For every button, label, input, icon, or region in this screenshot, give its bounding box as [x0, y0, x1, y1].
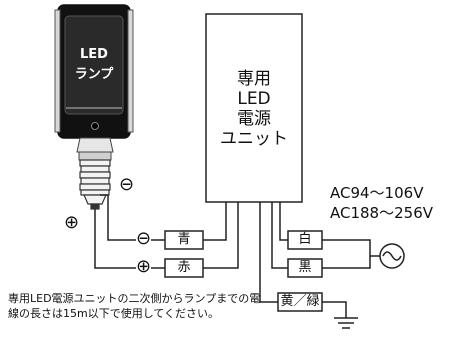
- power-unit-label-line1: 専用: [237, 69, 271, 89]
- power-unit-label-line2: LED: [237, 89, 271, 109]
- lamp-negative-terminal-icon: ⊖: [119, 174, 135, 195]
- lamp-wire-positive: [94, 209, 128, 269]
- power-unit-label-line3: 電源: [237, 109, 271, 129]
- wiring-note: 専用LED電源ユニットの二次側からランプまでの電線の長さは15m以下で使用してく…: [8, 292, 261, 320]
- lamp-indicator: [91, 122, 99, 130]
- voltage-line1: AC94〜106V: [330, 184, 424, 202]
- lamp-wire-negative: [100, 194, 128, 241]
- wire-label-red: 赤: [177, 260, 191, 275]
- voltage-line2: AC188〜256V: [330, 204, 433, 222]
- power-unit-label-line4: ユニット: [220, 129, 288, 149]
- ground-symbol: [334, 317, 358, 329]
- lamp-neck: [76, 137, 114, 153]
- lamp-base: [79, 159, 111, 210]
- wire-label-blue: 青: [177, 232, 191, 247]
- wire-label-ground: 黄／緑: [280, 294, 320, 309]
- output-positive-icon: ⊕: [136, 256, 152, 277]
- output-negative-icon: ⊖: [136, 228, 152, 249]
- wire-label-black: 黒: [298, 260, 312, 275]
- lamp-positive-terminal-icon: ⊕: [64, 212, 80, 233]
- power-unit-box: [205, 13, 303, 203]
- lamp-label-line2: ランプ: [74, 67, 114, 82]
- wire-label-white: 白: [298, 232, 312, 247]
- lamp-label-line1: LED: [80, 47, 108, 62]
